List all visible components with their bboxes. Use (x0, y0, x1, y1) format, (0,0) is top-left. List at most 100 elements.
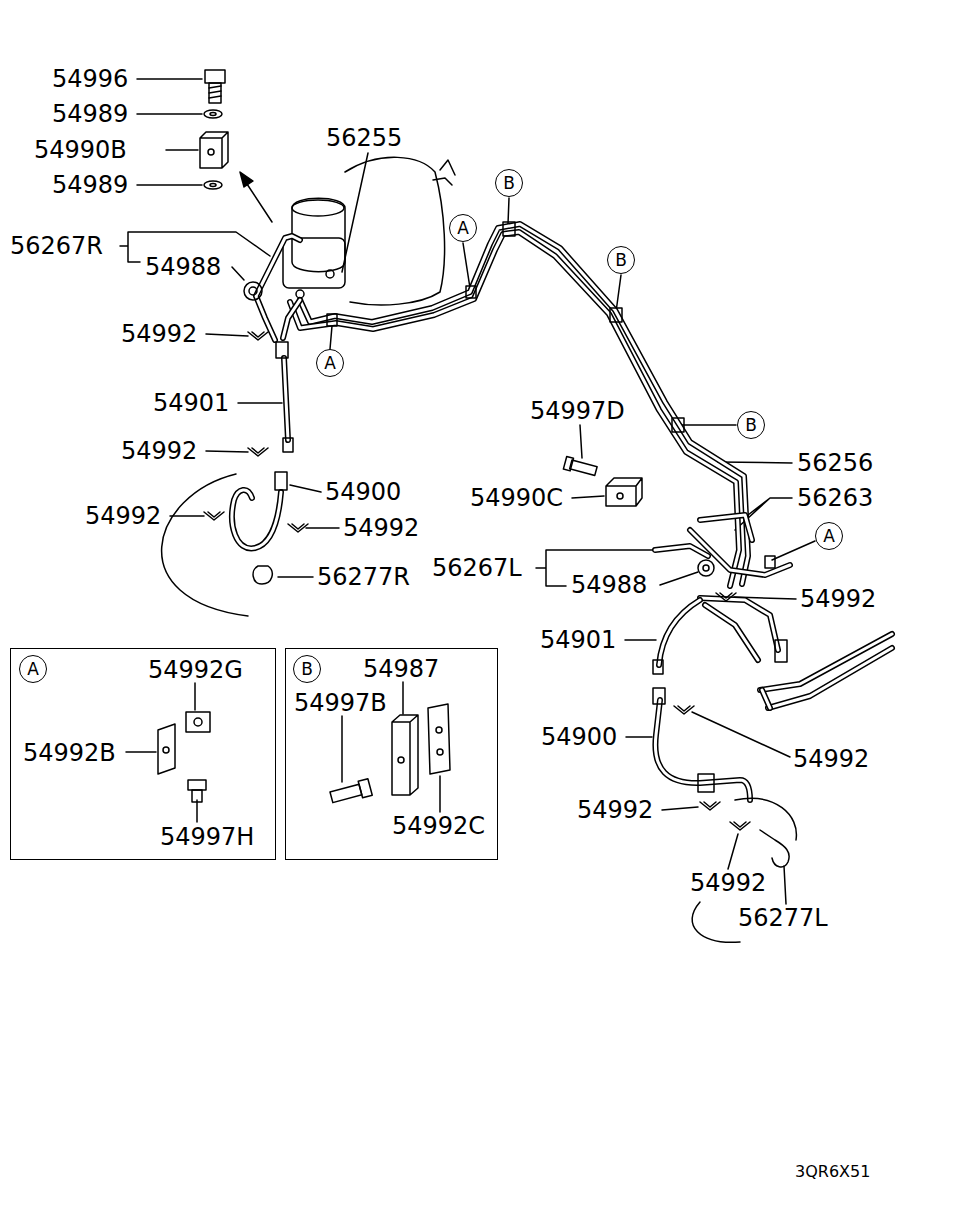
bracket-part (436, 727, 442, 733)
part-number: 56267L (432, 555, 522, 581)
part-number: 56256 (797, 450, 873, 476)
leader-line (137, 79, 202, 185)
bolt (563, 457, 597, 478)
master-cylinder (326, 270, 334, 278)
brake-tube (655, 546, 708, 556)
bracket-part (437, 749, 443, 755)
hose-clip (716, 593, 736, 601)
caliper-fitting (760, 830, 789, 867)
bracket-part (428, 704, 450, 774)
tube-clip (610, 308, 622, 322)
detail-circle (162, 474, 797, 942)
bolt (209, 86, 221, 98)
brake-tube (256, 224, 892, 708)
inset-box: 5498754997B54992CB (285, 648, 498, 860)
brake-hose (232, 342, 787, 800)
tube-clip (244, 222, 775, 576)
part-number: 54992 (85, 503, 161, 529)
callout-letter: A (457, 219, 469, 237)
leader-line (120, 79, 815, 904)
callout-letter: B (745, 416, 757, 434)
clip-part (192, 790, 202, 802)
part-number: 54992 (800, 586, 876, 612)
callout-circle: A (815, 522, 843, 550)
part-number: 54996 (52, 66, 128, 92)
part-number: 56277R (317, 564, 410, 590)
part-number: 54901 (540, 627, 616, 653)
brake-tube (700, 598, 778, 650)
brake-tube (300, 224, 748, 584)
brake-tube (283, 300, 300, 338)
brake-tube (283, 300, 300, 338)
part-number: 54997H (160, 824, 254, 850)
bracket-part (329, 779, 372, 806)
bolt (205, 70, 225, 103)
tube-clip (244, 282, 262, 300)
clip-part (186, 712, 210, 732)
part-number: 56255 (326, 125, 402, 151)
bolt (563, 457, 573, 471)
part-number: 54990C (470, 485, 563, 511)
callout-circle: A (19, 655, 47, 683)
hose-clip (674, 706, 694, 714)
callout-circle: B (737, 411, 765, 439)
detail-circle (735, 798, 796, 840)
brake-hose (653, 688, 665, 704)
union-block (617, 493, 623, 499)
part-number: 54997B (294, 690, 387, 716)
leader-line (330, 198, 815, 560)
part-number: 54989 (52, 101, 128, 127)
bracket-part (392, 715, 418, 795)
part-number: 56263 (797, 485, 873, 511)
callout-circle: B (607, 246, 635, 274)
hose-clip (700, 802, 720, 810)
bolt (205, 70, 225, 83)
part-number: 54992 (577, 797, 653, 823)
master-cylinder (292, 200, 344, 216)
part-number: 56267R (10, 233, 103, 259)
brake-tube (700, 515, 752, 540)
brake-tube (705, 605, 758, 660)
clip-part (194, 718, 202, 726)
brake-tube (700, 515, 752, 540)
brake-hose (284, 358, 288, 440)
brake-hose (232, 490, 281, 548)
callout-letter: B (615, 251, 627, 269)
hose-clip (730, 822, 750, 830)
brake-hose (283, 438, 293, 452)
brake-hose (276, 342, 288, 358)
tube-clip (503, 222, 515, 236)
bracket-part (358, 779, 372, 798)
bolt (563, 457, 597, 478)
bracket-part (398, 757, 404, 763)
part-number: 54992C (392, 813, 485, 839)
callout-circle: A (449, 214, 477, 242)
clip-part (158, 712, 210, 802)
hose-clip (288, 524, 308, 532)
brake-tube (290, 232, 739, 586)
callout-circle: B (495, 169, 523, 197)
part-number: 54990B (34, 137, 127, 163)
bracket-part (330, 784, 362, 802)
detail-circle (692, 902, 740, 942)
brake-tube (762, 690, 770, 708)
direction-arrow (240, 172, 253, 187)
part-number: 54988 (145, 254, 221, 280)
brake-tube (655, 546, 708, 556)
hose-clip (204, 512, 224, 520)
callout-letter: A (324, 354, 336, 372)
tube-clip (698, 560, 714, 576)
brake-tube (705, 605, 758, 660)
brake-hose (232, 490, 281, 548)
leader-line (625, 597, 796, 904)
brake-tube (290, 232, 739, 586)
brake-hose (653, 660, 663, 674)
part-number: 54900 (325, 479, 401, 505)
brake-hose (284, 358, 288, 440)
direction-arrow (247, 184, 272, 222)
tube-clip (765, 556, 775, 568)
callout-letter: A (27, 660, 39, 678)
part-number: 54992 (121, 438, 197, 464)
part-number: 54900 (541, 724, 617, 750)
leader-line (126, 683, 197, 822)
